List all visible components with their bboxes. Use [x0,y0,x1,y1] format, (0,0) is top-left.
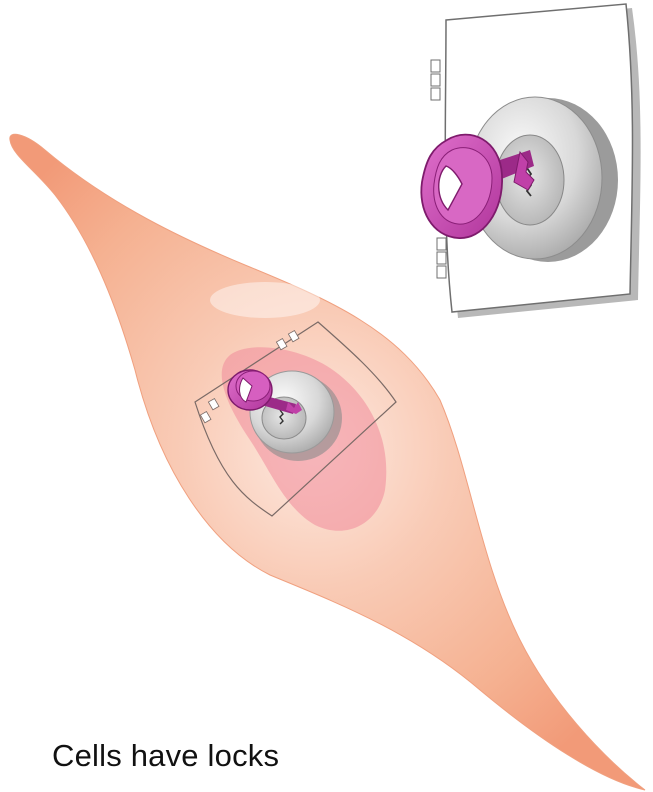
door-lock [421,4,640,318]
caption: Cells have locks [52,738,279,774]
cell-highlight [210,282,320,318]
